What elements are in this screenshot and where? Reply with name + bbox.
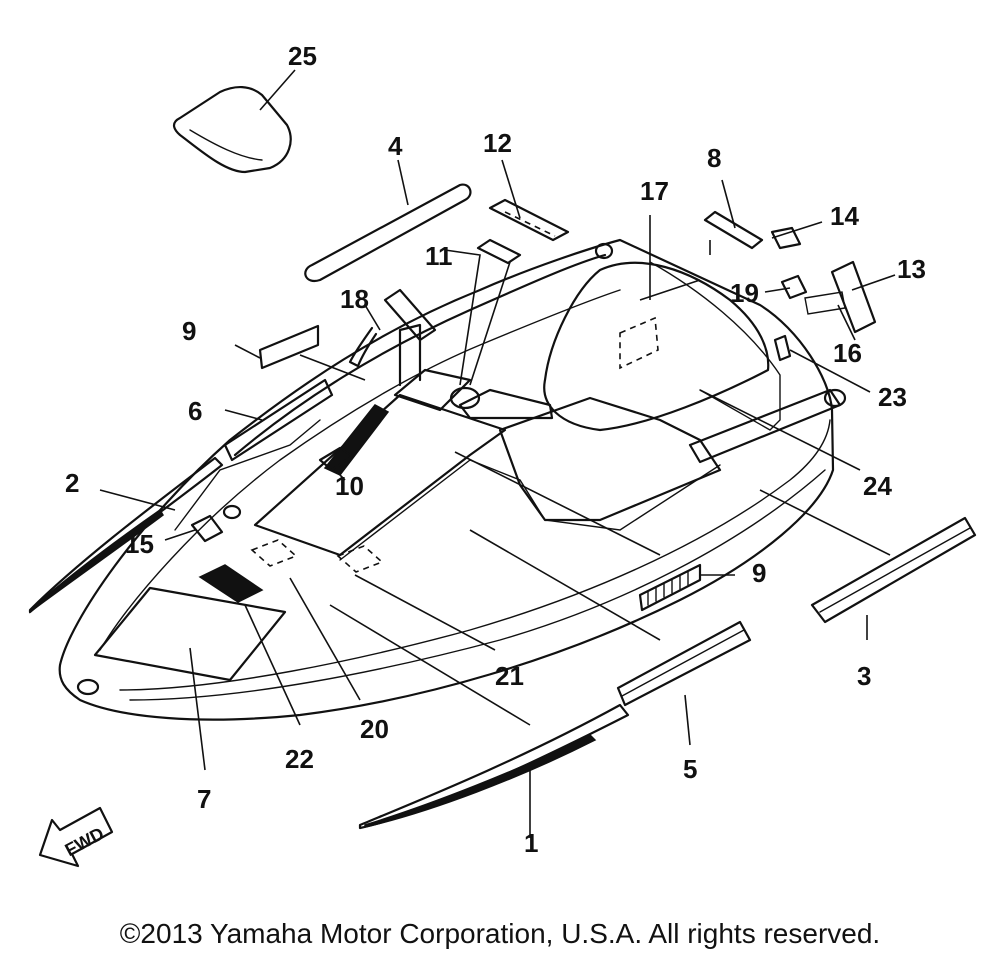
- side-dot: [222, 504, 242, 520]
- callout-1: 1: [524, 828, 538, 858]
- part-12-decal: [488, 198, 570, 242]
- deck-chine-line: [129, 469, 826, 701]
- fwd-label: FWD: [62, 823, 108, 860]
- part-6-strip: [223, 378, 334, 462]
- part-18-clip: [348, 326, 378, 368]
- part-9-decal-upper: [258, 324, 320, 370]
- callout-9-upper: 9: [182, 316, 196, 346]
- callout-5: 5: [683, 754, 697, 784]
- callout-10: 10: [335, 471, 364, 501]
- part-25-pad: [172, 86, 292, 174]
- callout-8: 8: [707, 143, 721, 173]
- callout-22: 22: [285, 744, 314, 774]
- deck-side-line: [119, 419, 831, 691]
- part-5-inner: [621, 629, 745, 697]
- gunwale-cap: [594, 242, 614, 260]
- deck-rim: [99, 289, 621, 651]
- part-8-decal: [703, 210, 764, 250]
- callout-20: 20: [360, 714, 389, 744]
- part-23-decal: [773, 334, 792, 362]
- callout-13: 13: [897, 254, 926, 284]
- callout-16: 16: [833, 338, 862, 368]
- footwell-panel: [498, 396, 722, 522]
- part-22-badge: [198, 564, 264, 603]
- part-1-shade: [364, 734, 597, 828]
- left-side-panel: [174, 419, 321, 531]
- callout-6: 6: [188, 396, 202, 426]
- part-4-strip: [304, 183, 472, 283]
- callout-24: 24: [863, 471, 892, 501]
- part-15-decal: [190, 514, 224, 543]
- part-19-decal: [780, 274, 808, 300]
- right-rail-cap: [823, 388, 847, 408]
- side-fixture: [323, 404, 390, 476]
- gunwale-left: [233, 253, 607, 457]
- callout-12: 12: [483, 128, 512, 158]
- part-3-strip: [810, 516, 977, 624]
- handle-grip: [383, 288, 437, 342]
- leader-lines: [99, 69, 896, 838]
- callout-21: 21: [495, 661, 524, 691]
- part-20-decal: [250, 539, 298, 567]
- part-13-decal: [830, 260, 877, 334]
- callout-18: 18: [340, 284, 369, 314]
- copyright-notice: ©2013 Yamaha Motor Corporation, U.S.A. A…: [119, 918, 881, 949]
- part-3-inner: [819, 527, 971, 613]
- callout-15: 15: [125, 529, 154, 559]
- steering-block: [393, 368, 472, 412]
- callout-19: 19: [730, 278, 759, 308]
- part-10-handle: [318, 446, 354, 472]
- callout-3: 3: [857, 661, 871, 691]
- footwell-left: [339, 459, 721, 561]
- hull-outline: [58, 238, 835, 721]
- part-9-vent-lines: [647, 571, 689, 606]
- part-2-shade: [29, 508, 164, 614]
- part-9-vent: [638, 563, 702, 612]
- callout-9-lower: 9: [752, 558, 766, 588]
- handlebar: [458, 388, 554, 420]
- rear-deck: [543, 261, 770, 432]
- callout-23: 23: [878, 382, 907, 412]
- callout-2: 2: [65, 468, 79, 498]
- part-11-decal: [476, 238, 522, 265]
- part-21-decal: [336, 545, 384, 573]
- parts-diagram: FWD 25 4 12 17 8 14 13 11 19 16 18 9 23 …: [28, 41, 977, 868]
- callout-14: 14: [830, 201, 859, 231]
- part-25-pad-edge: [189, 129, 263, 161]
- part-16-decal: [804, 291, 846, 315]
- part-1-strip: [358, 703, 630, 830]
- callout-7: 7: [197, 784, 211, 814]
- callout-25: 25: [288, 41, 317, 71]
- nose-eye: [76, 678, 100, 696]
- fwd-arrow: FWD: [38, 806, 114, 868]
- callout-17: 17: [640, 176, 669, 206]
- part-14-decal: [770, 226, 802, 250]
- callout-11: 11: [425, 241, 453, 271]
- part-17-decal-area: [619, 316, 659, 370]
- rear-deck-edge: [649, 261, 781, 431]
- callout-4: 4: [388, 131, 403, 161]
- part-5-strip: [616, 620, 752, 707]
- part-12-inner: [504, 211, 556, 237]
- nose-hatch: [93, 586, 287, 682]
